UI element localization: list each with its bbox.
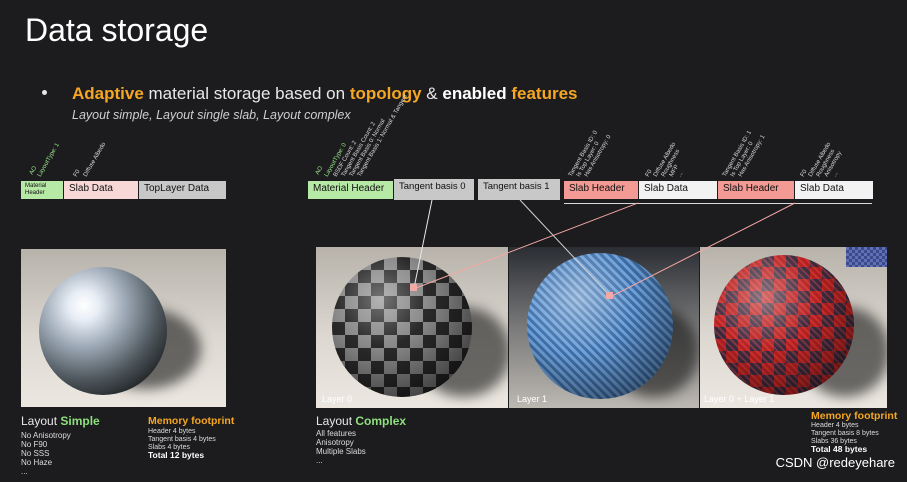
slab-header-cell-2: Slab Header: [718, 181, 794, 199]
slab-data-cell-1: Slab Data: [639, 181, 717, 199]
simple-slab-data-cell: Slab Data: [64, 181, 138, 199]
simple-feature-4: No Haze: [21, 458, 53, 467]
simple-feature-5: ...: [21, 467, 28, 476]
layout-simple-strong: Simple: [60, 414, 100, 428]
complex-material-header-cell: Material Header: [308, 181, 393, 199]
headline-adaptive: Adaptive: [72, 84, 144, 103]
complex-mem-total: Total 48 bytes: [811, 444, 868, 454]
render-layer-0: Layer 0: [316, 247, 508, 408]
tangent-basis-1-cell: Tangent basis 1: [478, 179, 560, 200]
simple-memory-lines: Header 4 bytes Tangent basis 4 bytes Sla…: [148, 428, 216, 452]
headline-topology: topology: [349, 84, 422, 103]
simple-feature-list: No Anisotropy No F90 No SSS No Haze ...: [21, 431, 71, 476]
thumbnail-swatch: [846, 247, 887, 267]
render-layer-0-plus-1: Layer 0 + Layer 1: [700, 247, 887, 408]
headline-enabled: enabled: [442, 84, 507, 103]
render-layer-1: Layer 1: [509, 247, 699, 408]
complex-memory-title: Memory footprint: [811, 410, 898, 422]
simple-mem-slabs: Slabs 4 bytes: [148, 444, 191, 451]
slide-title: Data storage: [25, 12, 209, 48]
layer-0-label: Layer 0: [322, 394, 353, 404]
subline: Layout simple, Layout single slab, Layou…: [72, 108, 351, 122]
complex-memory-lines: Header 4 bytes Tangent basis 8 bytes Sla…: [811, 422, 879, 446]
headline-text-2: &: [421, 84, 443, 103]
simple-feature-2: No F90: [21, 440, 48, 449]
bullet-dot: [42, 90, 47, 95]
render-simple-chrome-sphere: [21, 249, 226, 407]
complex-mem-slabs: Slabs 36 bytes: [811, 438, 857, 445]
simple-feature-3: No SSS: [21, 449, 50, 458]
slab-header-cell-1: Slab Header: [564, 181, 638, 199]
layout-complex-strong: Complex: [355, 414, 407, 428]
complex-feature-3: Multiple Slabs: [316, 447, 366, 456]
complex-feature-2: Anisotropy: [316, 438, 354, 447]
complex-mem-header: Header 4 bytes: [811, 422, 859, 429]
complex-mem-tangent: Tangent basis 8 bytes: [811, 430, 879, 437]
simple-mem-tangent: Tangent basis 4 bytes: [148, 436, 216, 443]
headline: Adaptive material storage based on topol…: [72, 84, 578, 104]
simple-material-header-cell: Material Header: [21, 181, 63, 199]
headline-text-1: material storage based on: [143, 84, 350, 103]
simple-toplayer-data-cell: TopLayer Data: [139, 181, 226, 199]
layer-0-plus-1-label: Layer 0 + Layer 1: [704, 394, 775, 404]
watermark: CSDN @redeyehare: [775, 455, 895, 470]
simple-memory-title: Memory footprint: [148, 415, 235, 427]
simple-feature-1: No Anisotropy: [21, 431, 71, 440]
tangent-basis-0-cell: Tangent basis 0: [394, 179, 474, 200]
complex-feature-list: All features Anisotropy Multiple Slabs .…: [316, 429, 366, 465]
layout-simple-prefix: Layout: [21, 414, 61, 428]
headline-features: features: [511, 84, 578, 103]
layout-complex-heading: Layout Complex: [316, 414, 406, 428]
layout-complex-prefix: Layout: [316, 414, 356, 428]
complex-feature-1: All features: [316, 429, 357, 438]
layout-simple-heading: Layout Simple: [21, 414, 100, 428]
layer-1-label: Layer 1: [517, 394, 548, 404]
simple-mem-header: Header 4 bytes: [148, 428, 196, 435]
slab-underline: [564, 203, 872, 204]
simple-mem-total: Total 12 bytes: [148, 450, 205, 460]
complex-feature-4: ...: [316, 456, 323, 465]
slab-data-cell-2: Slab Data: [795, 181, 873, 199]
